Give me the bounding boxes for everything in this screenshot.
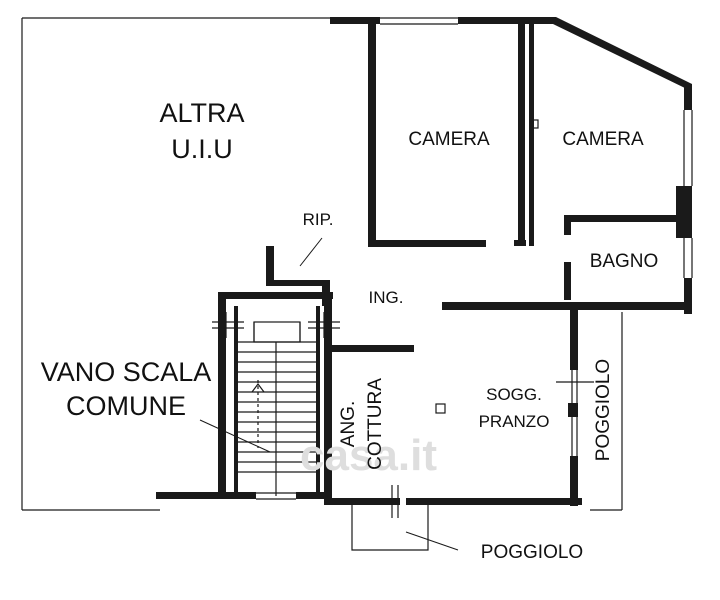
label-vano-scala-line1: VANO SCALA [41,357,212,387]
room-labels: ALTRA U.I.U CAMERA CAMERA RIP. BAGNO ING… [41,98,659,563]
stair [238,321,316,496]
leader-lines [199,237,459,551]
label-bagno: BAGNO [590,251,659,272]
label-altra-line1: ALTRA [159,98,244,128]
label-soggiorno-line1: SOGG. [486,385,542,404]
label-poggiolo-right: POGGIOLO [593,359,614,461]
label-ripostiglio: RIP. [303,210,334,229]
label-vano-scala-line2: COMUNE [66,391,186,421]
label-soggiorno-line2: PRANZO [479,412,550,431]
label-poggiolo-bottom: POGGIOLO [481,542,583,563]
watermark: casa.it [300,431,437,480]
outer-boundary [21,17,623,511]
label-ingresso: ING. [369,288,404,307]
walls [156,17,693,551]
label-angolo-cottura-line2: COTTURA [365,378,386,470]
label-camera-1: CAMERA [408,129,490,150]
label-camera-2: CAMERA [562,129,644,150]
label-angolo-cottura-line1: ANG. [338,401,359,447]
label-altra-line2: U.I.U [171,134,233,164]
